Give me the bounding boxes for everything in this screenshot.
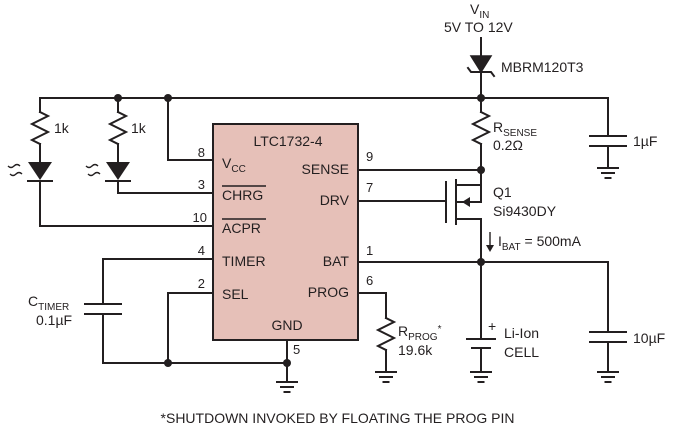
sel-wire [167, 292, 214, 364]
pin-num-7: 7 [366, 180, 373, 195]
vin-range: 5V TO 12V [444, 19, 513, 35]
footnote: *SHUTDOWN INVOKED BY FLOATING THE PROG P… [160, 410, 515, 426]
light-emission-icon [7, 163, 23, 177]
q1-part: Si9430DY [493, 203, 557, 219]
led-branch-chrg [105, 97, 214, 194]
q1-ref: Q1 [493, 184, 512, 200]
ibat-arrow-icon [486, 232, 494, 252]
vin-label: VIN [470, 1, 489, 21]
vcc-wire [167, 97, 214, 161]
pmos-transistor [445, 169, 482, 225]
rprog-label: RPROG* [398, 323, 442, 343]
battery-plus: + [488, 318, 496, 334]
pin-sense-label: SENSE [302, 161, 349, 177]
ctimer-value: 0.1µF [36, 312, 72, 328]
pin-num-5: 5 [293, 342, 300, 357]
light-emission-icon [85, 163, 101, 177]
pin-acpr-label: ACPR [222, 220, 261, 236]
pin-sel-label: SEL [222, 286, 249, 302]
pin-drv-label: DRV [320, 192, 350, 208]
rsense-value: 0.2Ω [493, 137, 523, 153]
schottky-diode [466, 55, 496, 78]
ground-icon [276, 371, 298, 393]
pin-prog-label: PROG [308, 284, 349, 300]
input-capacitor [589, 97, 627, 179]
li-ion-battery [466, 261, 496, 383]
output-capacitor [589, 261, 627, 383]
diode-part-label: MBRM120T3 [501, 59, 584, 75]
rsense-label: RSENSE [493, 119, 537, 139]
timer-capacitor [84, 258, 288, 364]
pin-chrg-label: CHRG [222, 187, 263, 203]
pin-num-2: 2 [198, 276, 205, 291]
pin-num-8: 8 [198, 145, 205, 160]
pin-timer-label: TIMER [222, 253, 266, 269]
pin-gnd-label: GND [271, 317, 302, 333]
ic-body [212, 123, 359, 341]
junction-dot [164, 359, 172, 367]
ctimer-label: CTIMER [28, 293, 69, 313]
cap-in-value: 1µF [633, 133, 657, 149]
pin-num-1: 1 [366, 243, 373, 258]
pin-bat-label: BAT [323, 253, 350, 269]
junction-dot [283, 359, 291, 367]
pin-num-3: 3 [198, 177, 205, 192]
battery-label-2: CELL [504, 344, 539, 360]
prog-resistor [357, 292, 397, 383]
pin-num-4: 4 [198, 243, 205, 258]
pin-num-6: 6 [366, 273, 373, 288]
r-led1-value: 1k [54, 120, 70, 136]
battery-label-1: Li-Ion [504, 325, 539, 341]
led-branch-acpr [27, 97, 214, 227]
cap-out-value: 10µF [633, 330, 665, 346]
pin-num-9: 9 [366, 149, 373, 164]
pin-vcc-label: VCC [222, 155, 246, 175]
ic-title: LTC1732-4 [253, 133, 322, 149]
r-led2-value: 1k [131, 120, 147, 136]
rprog-value: 19.6k [398, 342, 433, 358]
ibat-label: IBAT = 500mA [498, 233, 582, 253]
sense-resistor [470, 97, 492, 171]
pin-num-10: 10 [193, 210, 207, 225]
